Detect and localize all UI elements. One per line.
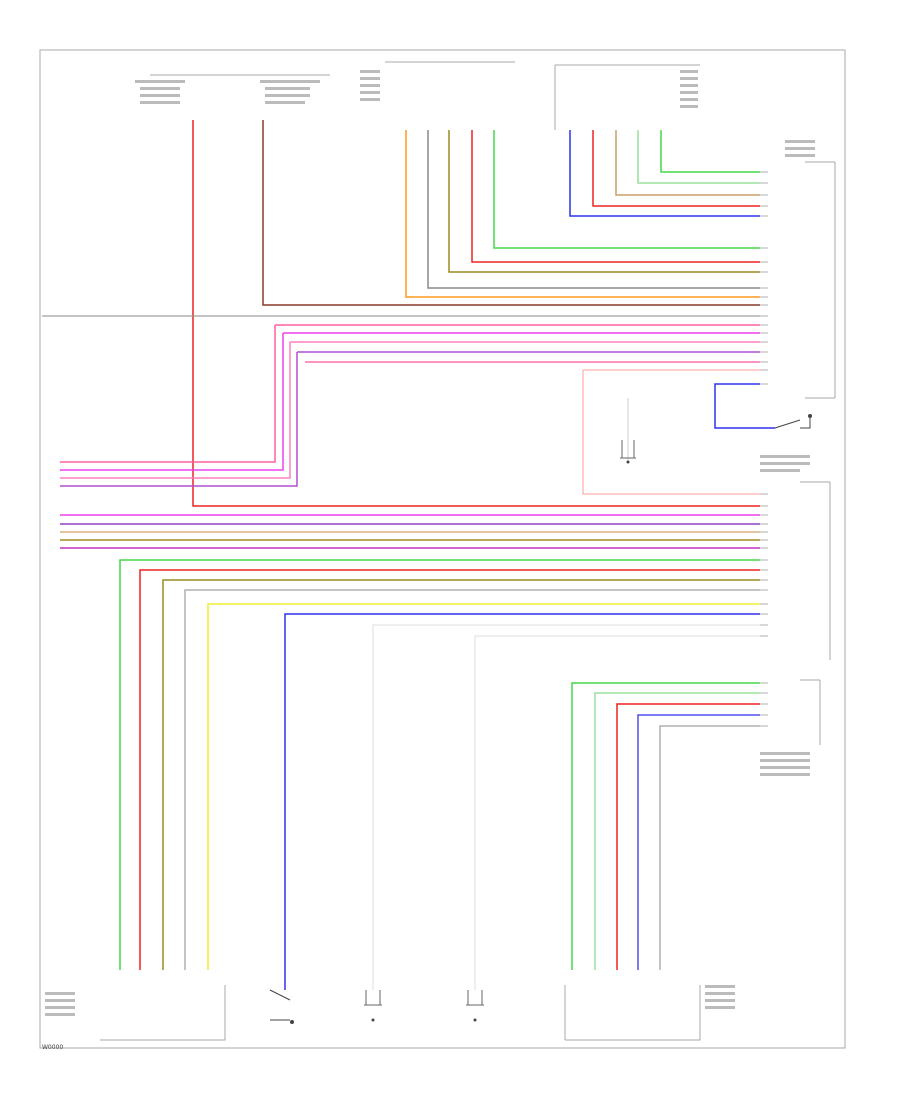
wire-tan-top-right	[615, 130, 760, 196]
diagram-code: W0000	[42, 1044, 64, 1051]
wire-red-feed	[192, 120, 760, 507]
ground-symbol-mid	[620, 440, 636, 459]
wire-blue-top-right	[569, 130, 760, 217]
wire-lightgreen-top-right	[637, 130, 760, 184]
wire-pink-1	[60, 324, 760, 463]
wire-lightgray-bottom-2	[474, 635, 760, 990]
right-connector-box-1	[805, 161, 836, 399]
ground-symbol-bottom-1	[364, 990, 382, 1006]
switch-symbol	[774, 418, 811, 429]
right-connector-box-2	[800, 481, 831, 660]
wire-green-bottom-right	[571, 682, 760, 970]
wire-gray-bottom-right	[659, 725, 760, 970]
wire-blue-bottom	[284, 613, 760, 990]
ground-node-bottom-2	[473, 1018, 477, 1022]
wire-green-drop	[493, 130, 760, 249]
ground-node-mid	[626, 460, 630, 464]
wire-yellow-bottom-left	[207, 603, 760, 970]
top-component-box-2	[554, 64, 700, 130]
ground-node-bottom-1	[371, 1018, 375, 1022]
wire-green-top-right	[660, 130, 760, 173]
wire-lightgreen-bottom-right	[594, 692, 760, 970]
wire-green-bottom-left	[119, 559, 760, 970]
wire-red-top-right	[592, 130, 760, 207]
wire-gray-drop	[427, 130, 760, 289]
wire-gray-bottom-left	[184, 589, 760, 970]
wire-brown-feed	[262, 120, 760, 306]
wire-violet-1	[60, 351, 760, 487]
switch-node	[808, 414, 812, 418]
wire-red-bottom-left	[139, 569, 760, 970]
wire-magenta-1	[60, 332, 760, 471]
right-connector-box-3	[800, 679, 821, 745]
wire-pink-2	[60, 341, 760, 479]
bottom-right-component-box	[564, 985, 701, 1041]
bottom-left-component-box	[100, 985, 226, 1041]
wire-blue-bottom-right	[637, 714, 760, 970]
ground-symbol-bottom-2	[466, 990, 484, 1006]
wire-light-pink-horizontal	[582, 369, 760, 495]
wire-olive-drop	[448, 130, 760, 273]
right-connector-pins	[760, 171, 768, 727]
switch-bottom-node	[290, 1020, 294, 1024]
wire-orange-drop	[405, 130, 760, 298]
wire-blue-switch-loop	[714, 383, 775, 429]
switch-bottom	[269, 989, 291, 1021]
wire-olive-bottom-left	[162, 579, 760, 970]
wire-lightgray-bottom-1	[372, 624, 760, 990]
wire-red-drop	[471, 130, 760, 263]
label-marks	[45, 70, 815, 1016]
wire-red-bottom-right	[616, 703, 760, 970]
diagram-frame	[39, 49, 846, 1049]
